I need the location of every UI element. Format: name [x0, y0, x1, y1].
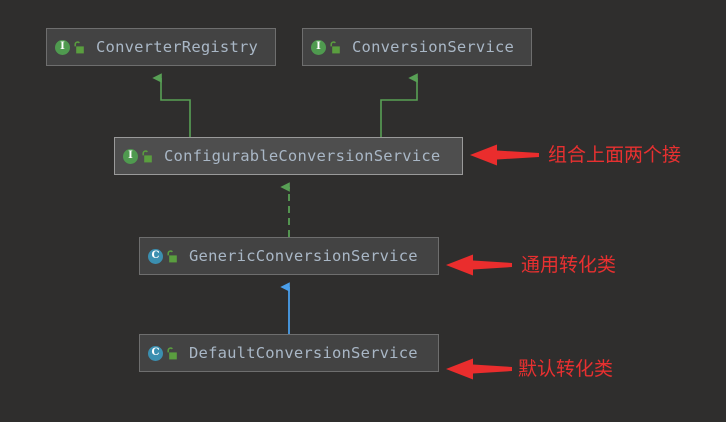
edge-configurable-to-converter-registry — [152, 73, 191, 137]
class-icon: C — [148, 345, 163, 361]
interface-icon: I — [311, 39, 326, 55]
unlocked-padlock-icon — [167, 346, 177, 359]
node-converter-registry[interactable]: I ConverterRegistry — [46, 28, 276, 66]
annotation-default-conversion-service: 默认转化类 — [518, 358, 614, 380]
annotation-configurable-conversion-service: 组合上面两个接 — [548, 144, 682, 166]
node-icon-group: C — [148, 345, 178, 361]
unlocked-padlock-icon — [167, 249, 177, 262]
class-icon: C — [148, 248, 163, 264]
node-icon-group: C — [148, 248, 178, 264]
node-label: ConfigurableConversionService — [164, 147, 441, 165]
interface-icon: I — [123, 148, 138, 164]
annotation-arrow-generic — [446, 254, 512, 276]
node-label: ConversionService — [352, 38, 515, 56]
node-label: DefaultConversionService — [189, 344, 418, 362]
node-configurable-conversion-service[interactable]: I ConfigurableConversionService — [114, 137, 463, 175]
node-icon-group: I — [123, 148, 153, 164]
node-conversion-service[interactable]: I ConversionService — [302, 28, 532, 66]
unlocked-padlock-icon — [74, 40, 84, 53]
node-icon-group: I — [311, 39, 341, 55]
annotation-arrow-configurable — [470, 144, 539, 166]
annotation-arrow-default — [446, 358, 512, 380]
node-default-conversion-service[interactable]: C DefaultConversionService — [139, 334, 439, 372]
node-generic-conversion-service[interactable]: C GenericConversionService — [139, 237, 439, 275]
node-icon-group: I — [55, 39, 85, 55]
unlocked-padlock-icon — [330, 40, 340, 53]
interface-icon: I — [55, 39, 70, 55]
edge-configurable-to-conversion-service — [380, 73, 418, 137]
node-label: GenericConversionService — [189, 247, 418, 265]
node-label: ConverterRegistry — [96, 38, 259, 56]
annotation-generic-conversion-service: 通用转化类 — [521, 254, 617, 276]
unlocked-padlock-icon — [142, 149, 152, 162]
